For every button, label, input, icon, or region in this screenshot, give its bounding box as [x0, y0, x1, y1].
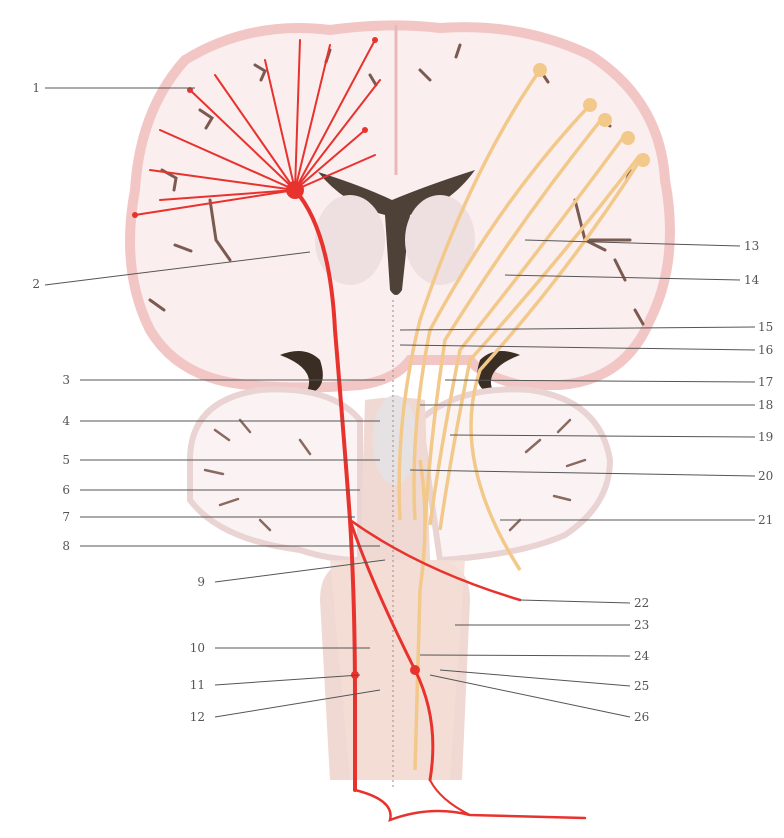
label-8: 8: [30, 540, 70, 552]
label-7: 7: [30, 511, 70, 523]
label-1: 1: [0, 82, 40, 94]
label-4: 4: [30, 415, 70, 427]
label-18: 18: [758, 399, 784, 411]
label-6: 6: [30, 484, 70, 496]
label-26: 26: [634, 711, 674, 723]
medial-lemniscus: [373, 395, 417, 485]
label-12: 12: [165, 711, 205, 723]
label-15: 15: [758, 321, 784, 333]
label-5: 5: [30, 454, 70, 466]
label-3: 3: [30, 374, 70, 386]
label-25: 25: [634, 680, 674, 692]
label-20: 20: [758, 470, 784, 482]
label-11: 11: [165, 679, 205, 691]
label-19: 19: [758, 431, 784, 443]
label-17: 17: [758, 376, 784, 388]
label-2: 2: [0, 278, 40, 290]
label-21: 21: [758, 514, 784, 526]
label-10: 10: [165, 642, 205, 654]
label-14: 14: [744, 274, 784, 286]
label-16: 16: [758, 344, 784, 356]
basal-ganglia-left: [315, 195, 385, 285]
label-23: 23: [634, 619, 674, 631]
label-22: 22: [634, 597, 674, 609]
label-9: 9: [165, 576, 205, 588]
label-13: 13: [744, 240, 784, 252]
label-24: 24: [634, 650, 674, 662]
